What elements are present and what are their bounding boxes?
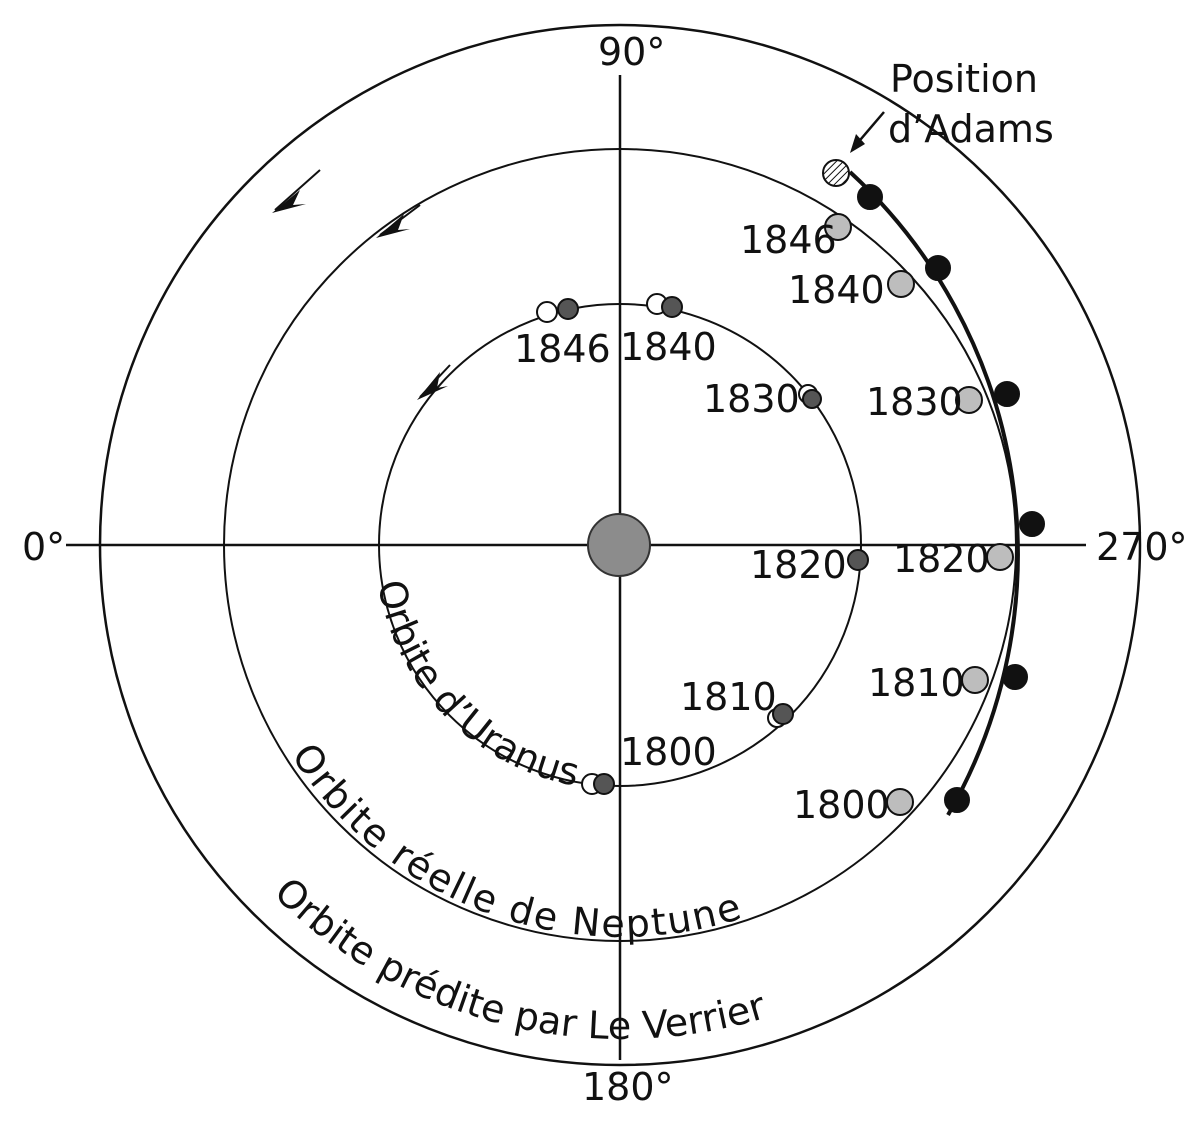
neptune-real-1846 bbox=[824, 213, 852, 241]
uranus-year-1810: 1810 bbox=[680, 675, 777, 719]
neptune-year-1846: 1846 bbox=[740, 218, 837, 262]
uranus-orbit-label: Orbite d’Uranus bbox=[369, 576, 584, 795]
axis-label-270: 270° bbox=[1096, 525, 1188, 569]
uranus-observed-1800 bbox=[593, 773, 615, 795]
direction-arrow-middle bbox=[376, 204, 421, 238]
neptune-real-1830 bbox=[955, 386, 983, 414]
le-verrier-orbit-highlight bbox=[848, 170, 1020, 817]
uranus-computed-1846 bbox=[536, 301, 558, 323]
neptune-year-1800: 1800 bbox=[793, 783, 890, 827]
uranus-observed-1820 bbox=[847, 549, 869, 571]
neptune-real-1840 bbox=[887, 270, 915, 298]
axis-label-180: 180° bbox=[582, 1065, 674, 1109]
adams-position-marker bbox=[822, 159, 850, 187]
adams-label-line2: d’Adams bbox=[888, 107, 1054, 151]
uranus-orbit bbox=[378, 303, 862, 787]
le-verrier-1846 bbox=[857, 184, 883, 210]
le-verrier-1800 bbox=[944, 787, 970, 813]
adams-arrow bbox=[850, 111, 885, 153]
le-verrier-orbit bbox=[98, 23, 1142, 1067]
uranus-observed-1846 bbox=[557, 298, 579, 320]
uranus-observed-1830 bbox=[802, 389, 822, 409]
direction-arrow-outer bbox=[272, 169, 321, 213]
direction-arrow-inner bbox=[417, 364, 451, 400]
neptune-year-1820: 1820 bbox=[893, 537, 990, 581]
neptune-real-positions bbox=[824, 213, 1014, 816]
le-verrier-1820 bbox=[1019, 511, 1045, 537]
uranus-year-1820: 1820 bbox=[750, 543, 847, 587]
uranus-year-1830: 1830 bbox=[703, 377, 800, 421]
uranus-orbit-label-path: Orbite d’Uranus bbox=[369, 576, 584, 795]
le-verrier-1810 bbox=[1002, 664, 1028, 690]
adams-label-line1: Position bbox=[890, 57, 1038, 101]
uranus-year-1800: 1800 bbox=[620, 730, 717, 774]
neptune-year-1810: 1810 bbox=[868, 661, 965, 705]
uranus-observed-1810 bbox=[772, 703, 794, 725]
sun bbox=[587, 513, 651, 577]
neptune-year-1840: 1840 bbox=[788, 268, 885, 312]
uranus-year-1840: 1840 bbox=[620, 325, 717, 369]
uranus-positions bbox=[536, 293, 869, 795]
uranus-observed-1840 bbox=[661, 296, 683, 318]
neptune-real-1810 bbox=[961, 666, 989, 694]
neptune-year-1830: 1830 bbox=[866, 380, 963, 424]
neptune-real-1820 bbox=[986, 543, 1014, 571]
neptune-real-1800 bbox=[886, 788, 914, 816]
axis-label-0: 0° bbox=[22, 525, 65, 569]
le-verrier-positions bbox=[857, 184, 1045, 813]
uranus-year-1846: 1846 bbox=[514, 327, 611, 371]
le-verrier-1830 bbox=[994, 381, 1020, 407]
axis-label-90: 90° bbox=[598, 30, 665, 74]
le-verrier-1840 bbox=[925, 255, 951, 281]
